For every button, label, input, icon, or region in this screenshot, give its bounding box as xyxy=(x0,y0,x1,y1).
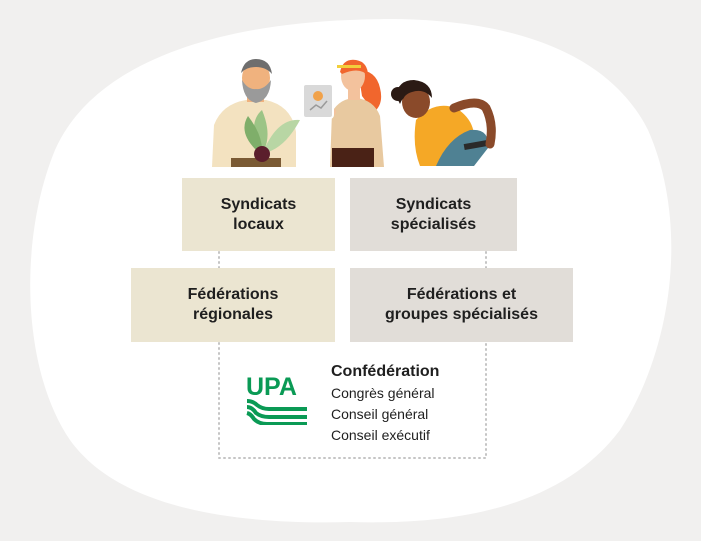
farmer-with-plant-icon xyxy=(212,59,300,167)
man-leaning-icon xyxy=(391,80,496,166)
upa-logo-icon: UPA xyxy=(246,373,307,425)
box-syndicats-locaux: Syndicats locaux xyxy=(182,178,335,251)
upa-logo-text: UPA xyxy=(246,373,297,401)
box-federations-specialisees: Fédérations et groupes spécialisés xyxy=(350,268,573,342)
box-syndicats-specialises: Syndicats spécialisés xyxy=(350,178,517,251)
confederation-line-2: Conseil général xyxy=(331,406,429,422)
confederation-line-1: Congrès général xyxy=(331,385,435,401)
woman-with-tablet-icon xyxy=(302,59,384,167)
confederation-title: Confédération xyxy=(331,363,440,380)
confederation-line-3: Conseil exécutif xyxy=(331,427,430,443)
confederation-block: Confédération Congrès général Conseil gé… xyxy=(331,361,439,446)
box-federations-regionales: Fédérations régionales xyxy=(131,268,335,342)
confederation-frame xyxy=(218,342,487,459)
